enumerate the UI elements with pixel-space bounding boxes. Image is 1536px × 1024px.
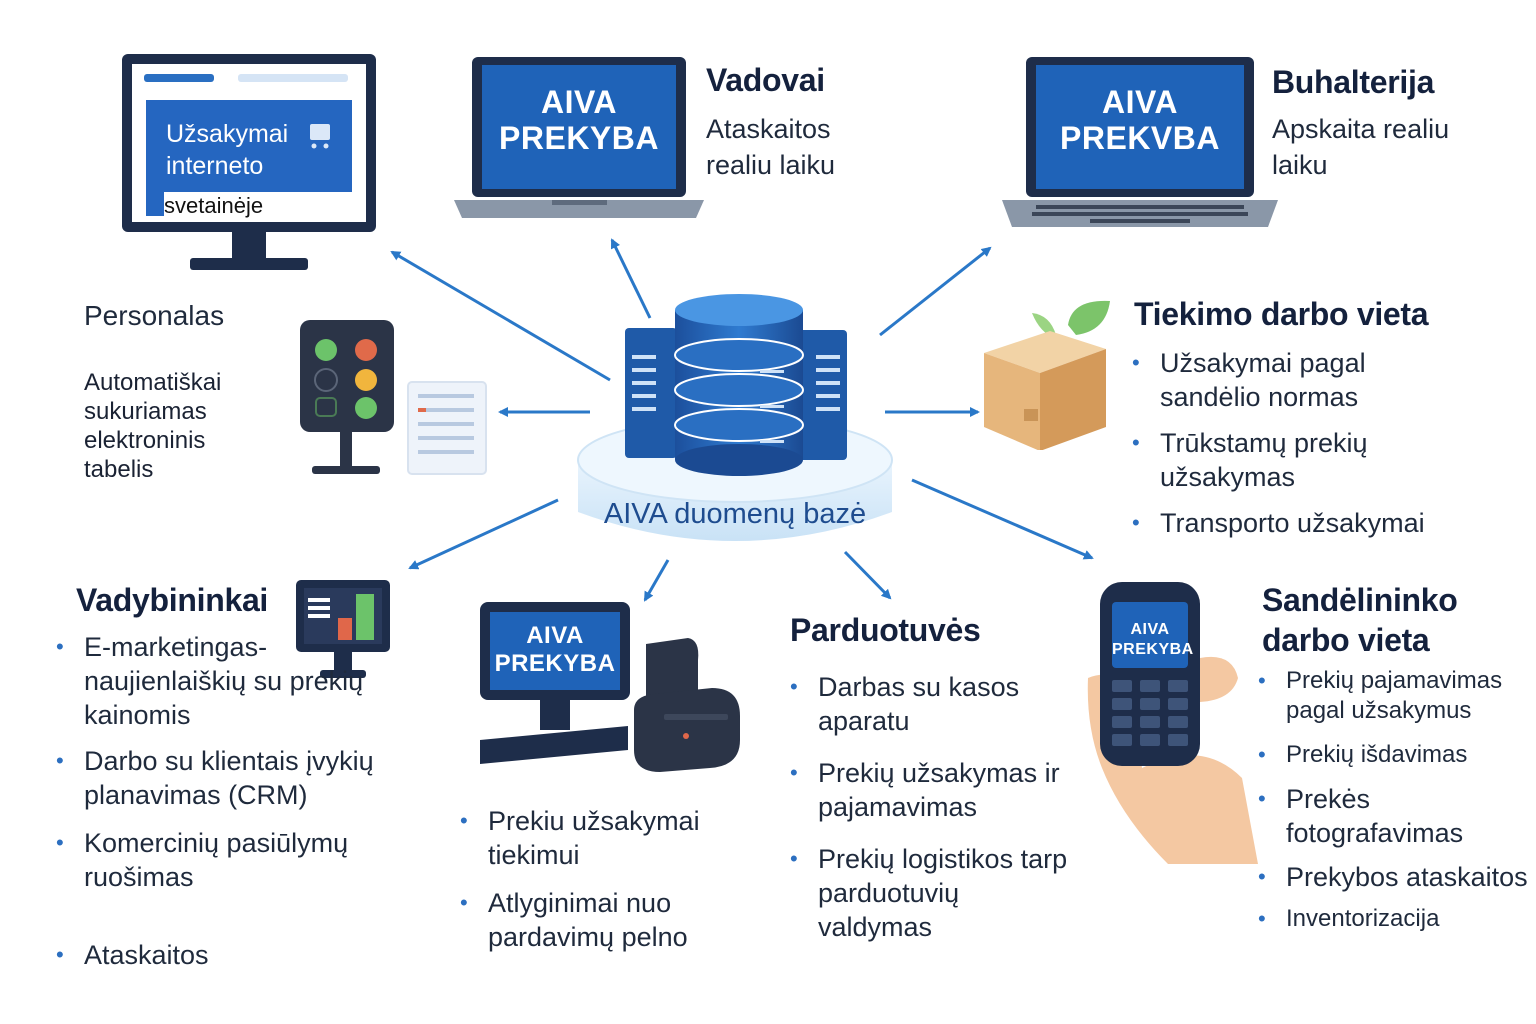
pos-terminal: AIVA PREKYBA [478,600,748,780]
supply-item-3: Transporto užsakymai [1132,506,1472,540]
arrow-to-shops [843,550,892,600]
pos-terminal-icon [480,602,740,772]
accounting-laptop: AIVA PREKVBA [1000,55,1280,233]
warehouse-item-1: Prekių pajamavimas pagal užsakymus [1258,666,1528,726]
website-screen-line-2: interneto [166,152,264,180]
accounting-desc-2: laiku [1272,150,1328,180]
managers-screen-line-1: AIVA [540,84,618,120]
warehouse-list: Prekių pajamavimas pagal užsakymus Preki… [1258,666,1528,934]
sales-managers-item-1: E-marketingas- naujienlaiškių su prekių … [56,630,416,732]
shops-list: Darbas su kasos aparatu Prekių užsakymas… [790,670,1070,944]
staff-terminal [298,318,493,478]
arrow-to-managers [610,238,652,319]
accounting-screen-line-1: AIVA [1101,84,1179,120]
accounting-title: Buhalterija [1272,64,1435,100]
website-monitor: Užsakymai interneto svetainėje [120,52,380,274]
database-label: AIVA duomenų bazė [603,498,867,530]
shops-item-3: Prekių logistikos tarp parduotuvių valdy… [790,842,1070,944]
pos-list: Prekiu užsakymai tiekimui Atlyginimai nu… [460,804,730,954]
staff-title: Personalas [84,300,225,331]
managers-screen-line-2: PREKYBA [499,120,659,156]
staff-desc: Automatiškai sukuriamas elektroninis tab… [84,368,221,484]
managers-desc-2: realiu laiku [706,150,836,180]
supply-item-2: Trūkstamų prekių užsakymas [1132,426,1472,494]
arrow-to-website [390,250,611,382]
warehouse-title-line-1: Sandėlininko [1262,582,1458,618]
sales-managers-title: Vadybininkai [76,582,269,618]
laptop-icon [454,57,704,218]
warehouse-screen-line-1: AIVA [1130,621,1170,638]
managers-title: Vadovai [706,62,825,98]
warehouse-item-4: Prekybos ataskaitos [1258,860,1528,894]
sales-managers-item-2: Darbo su klientais įvykių planavimas (CR… [56,744,416,812]
time-clock-terminal-icon [300,320,487,475]
sales-managers-list: E-marketingas- naujienlaiškių su prekių … [56,630,416,972]
arrow-to-sales-managers [408,498,559,570]
sales-managers-item-3: Komercinių pasiūlymų ruošimas [56,826,416,894]
warehouse-item-2: Prekių išdavimas [1258,740,1528,770]
website-screen-line-1: Užsakymai [166,120,289,148]
staff-desc-3: elektroninis [84,427,206,454]
warehouse-title: Sandėlininko darbo vieta [1262,580,1458,660]
accounting-screen-line-2: PREKVBA [1060,120,1220,156]
warehouse-item-5: Inventorizacija [1258,904,1528,934]
arrow-to-accounting [879,246,992,337]
managers-desc-1: Ataskaitos [706,114,831,144]
database-server-icon [577,294,893,541]
pos-item-1: Prekiu užsakymai tiekimui [460,804,730,872]
warehouse-screen-line-2: PREKYBA [1112,641,1194,658]
pos-item-2: Atlyginimai nuo pardavimų pelno [460,886,730,954]
staff-desc-2: sukuriamas [84,398,207,425]
arrow-to-warehouse [911,478,1094,560]
pos-screen-line-1: AIVA [526,622,584,649]
handheld-scanner-icon [1087,582,1258,864]
arrow-to-pos [643,559,670,602]
supply-list: Užsakymai pagal sandėlio normas Trūkstam… [1132,346,1472,540]
warehouse-item-3: Prekės fotografavimas [1258,782,1528,850]
laptop-icon [1002,57,1278,227]
website-screen-line-3: svetainėje [164,192,356,220]
shops-item-1: Darbas su kasos aparatu [790,670,1070,738]
shops-title: Parduotuvės [790,612,981,648]
warehouse-title-line-2: darbo vieta [1262,622,1430,658]
package-box-icon [984,300,1110,451]
supply-item-1: Užsakymai pagal sandėlio normas [1132,346,1472,414]
managers-laptop: AIVA PREKYBA [452,55,707,225]
staff-desc-4: tabelis [84,456,154,483]
shops-item-2: Prekių užsakymas ir pajamavimas [790,756,1070,824]
accounting-desc-1: Apskaita realiu [1272,114,1450,144]
pos-screen-line-2: PREKYBA [494,650,616,677]
warehouse-scanner: AIVA PREKYBA [1082,578,1260,868]
staff-desc-1: Automatiškai [84,369,222,396]
sales-managers-item-4: Ataskaitos [56,938,416,972]
supply-title: Tiekimo darbo vieta [1134,296,1429,332]
database-node: AIVA duomenų bazė [570,280,900,560]
supply-box [980,295,1120,451]
